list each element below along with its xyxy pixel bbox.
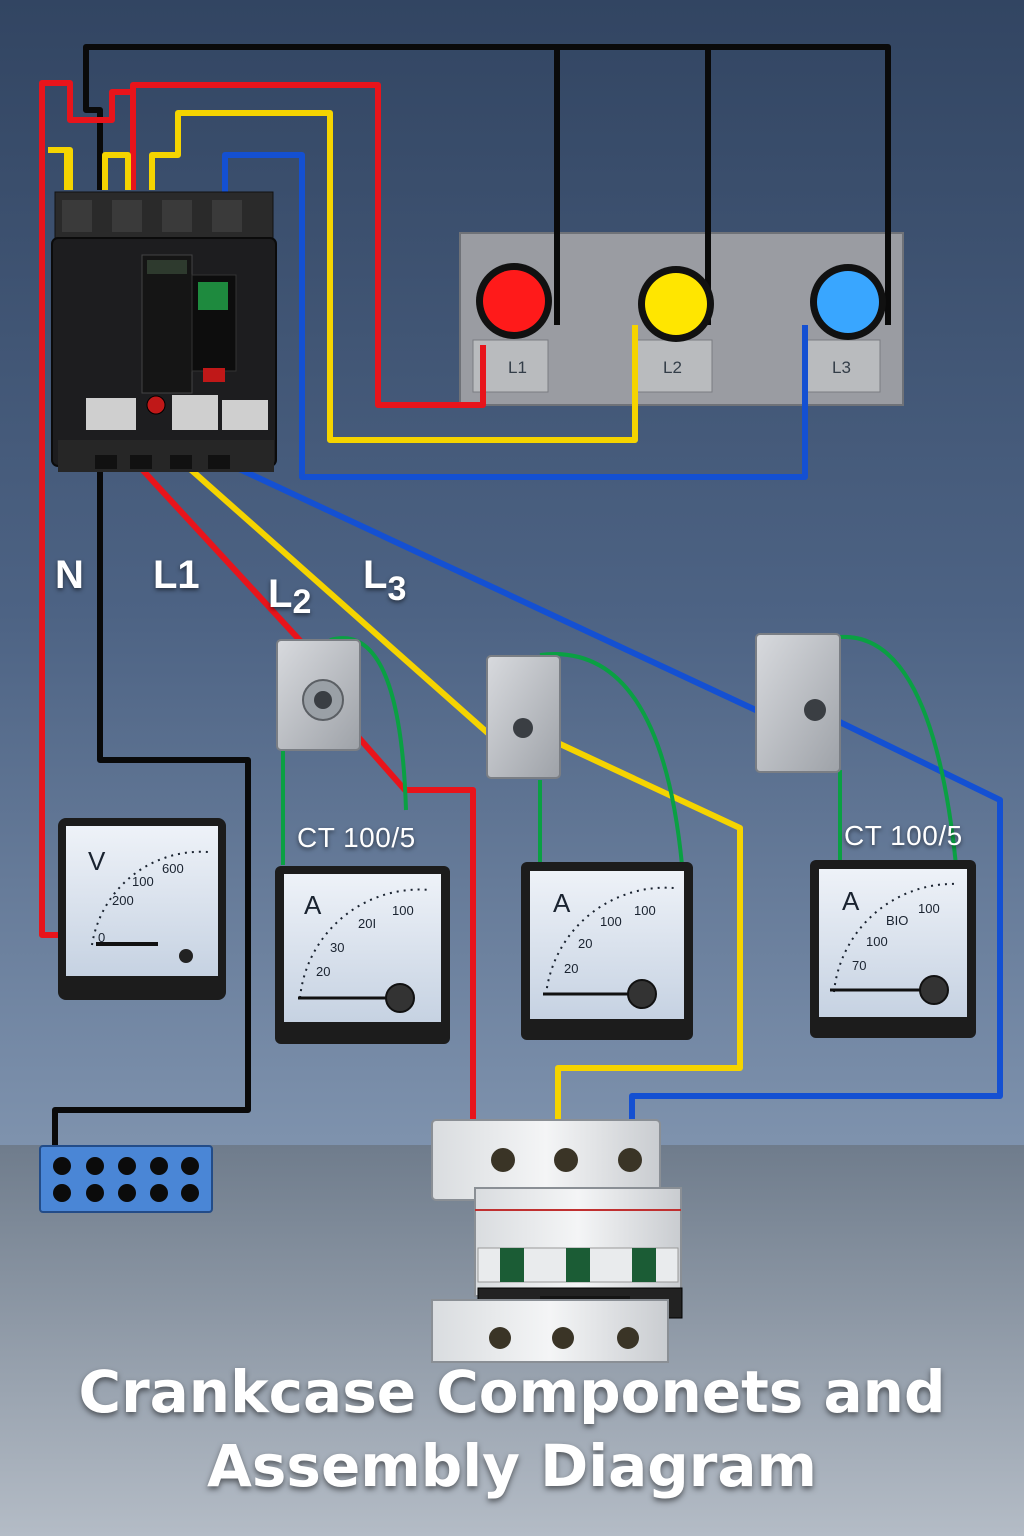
ammeter-2-tick-c: 100 [600,914,622,929]
title-line-2: Assembly Diagram [207,1432,817,1500]
ammeter-1-tick-a: 20 [316,964,331,979]
indicator-lamps [476,263,886,342]
ammeter-1 [275,866,450,1044]
main-breaker [51,191,277,472]
lamp-plate-l2 [635,339,713,393]
ammeter-1-letter: A [304,890,322,920]
lamp-plate-l3 [802,339,881,393]
lamp-label-l2: L2 [663,358,682,377]
l1-wires [39,80,486,1132]
ct-label-left: CT 100/5 [297,822,416,853]
ammeter-2-tick-d: 100 [634,903,656,918]
voltmeter-letter: V [88,846,106,876]
voltmeter-tick-200: 200 [112,893,134,908]
ammeter-2 [521,862,693,1040]
voltmeter-tick-600: 600 [162,861,184,876]
phase-label-l2-sub: 2 [292,583,312,621]
phase-label-l3-letter: L [363,553,388,597]
voltmeter [58,818,226,1000]
ammeter-1-tick-d: 100 [392,903,414,918]
phase-label-l3-sub: 3 [387,570,407,608]
phase-label-neutral: N [55,553,84,597]
ammeter-2-letter: A [553,888,571,918]
neutral-terminal-block [39,1145,213,1213]
neutral-wires [52,44,891,1152]
voltmeter-tick-100: 100 [132,874,154,889]
ammeter-2-tick-b: 20 [578,936,593,951]
lamp-l3 [817,271,879,333]
lamp-label-l1: L1 [508,358,527,377]
phase-label-l2-letter: L [268,572,293,616]
ct-label-right: CT 100/5 [844,820,963,851]
three-pole-mcb [431,1119,683,1363]
title-line-1: Crankcase Componets and [78,1358,946,1426]
ct-secondary-wires [281,634,958,866]
ammeter-1-tick-b: 30 [330,940,345,955]
ammeter-3 [810,860,976,1038]
lamp-label-l3: L3 [832,358,851,377]
l3-wires [218,152,1003,1132]
lamp-l1 [483,270,545,332]
ammeter-3-tick-a: 70 [852,958,867,973]
phase-label-l2: L2 [268,572,311,621]
voltmeter-tick-0: 0 [98,930,106,945]
phase-label-l1: L1 [153,553,200,597]
ammeter-3-tick-d: 100 [918,901,940,916]
lamp-l2 [645,273,707,335]
phase-label-l3: L3 [363,553,406,608]
ammeter-2-tick-a: 20 [564,961,579,976]
ammeter-3-tick-c: BIO [886,913,909,928]
ammeter-3-tick-b: 100 [866,934,888,949]
ammeter-1-tick-c: 20I [358,916,377,931]
current-transformers [276,633,841,779]
ammeter-3-letter: A [842,886,860,916]
